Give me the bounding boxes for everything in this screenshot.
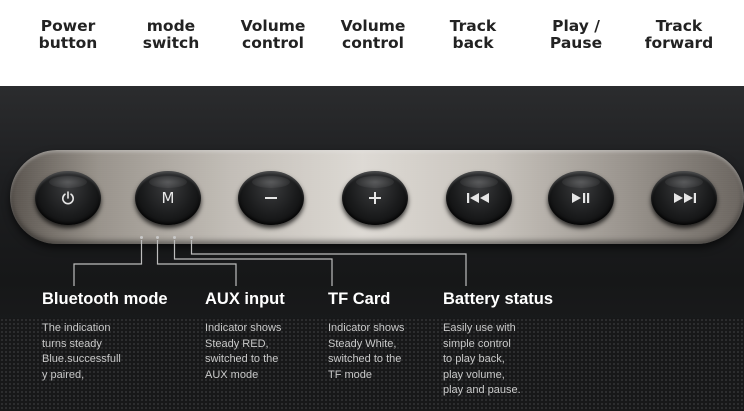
battery-status-title: Battery status	[443, 290, 554, 308]
battery-callout-line	[190, 240, 467, 286]
mode-switch-button[interactable]: M	[135, 171, 201, 225]
minus-icon	[238, 171, 304, 225]
previous-track-icon	[446, 171, 512, 225]
volume-down-button[interactable]	[238, 171, 304, 225]
bluetooth-callout-line	[73, 240, 143, 286]
battery-indicator-led	[190, 236, 193, 239]
plus-icon	[342, 171, 408, 225]
play-pause-label: Play / Pause	[549, 17, 603, 52]
tf-callout-line	[173, 240, 333, 286]
power-icon	[35, 171, 101, 225]
aux-input-description: Indicator shows Steady RED, switched to …	[205, 322, 282, 381]
tf-card-title: TF Card	[328, 290, 391, 308]
power-button[interactable]	[35, 171, 101, 225]
aux-indicator-led	[156, 236, 159, 239]
volume-up-label: Volume control	[340, 17, 406, 52]
speaker-grille	[0, 318, 744, 411]
track-forward-button[interactable]	[651, 171, 717, 225]
bluetooth-mode-description: The indication turns steady Blue.success…	[42, 322, 121, 381]
next-track-icon	[651, 171, 717, 225]
battery-status-description: Easily use with simple control to play b…	[443, 322, 521, 396]
tf-card-description: Indicator shows Steady White, switched t…	[328, 322, 405, 381]
track-back-label: Track back	[449, 17, 497, 52]
tf-indicator-led	[173, 236, 176, 239]
aux-callout-line	[156, 240, 237, 286]
aux-input-title: AUX input	[205, 290, 285, 308]
mode-switch-label: mode switch	[142, 17, 200, 52]
bluetooth-mode-title: Bluetooth mode	[42, 290, 168, 308]
volume-up-button[interactable]	[342, 171, 408, 225]
play-pause-button[interactable]	[548, 171, 614, 225]
volume-down-label: Volume control	[240, 17, 306, 52]
play-pause-icon	[548, 171, 614, 225]
track-back-button[interactable]	[446, 171, 512, 225]
bluetooth-indicator-led	[140, 236, 143, 239]
track-forward-label: Track forward	[644, 17, 714, 52]
power-button-label: Power button	[38, 17, 98, 52]
mode-letter: M	[161, 189, 175, 207]
